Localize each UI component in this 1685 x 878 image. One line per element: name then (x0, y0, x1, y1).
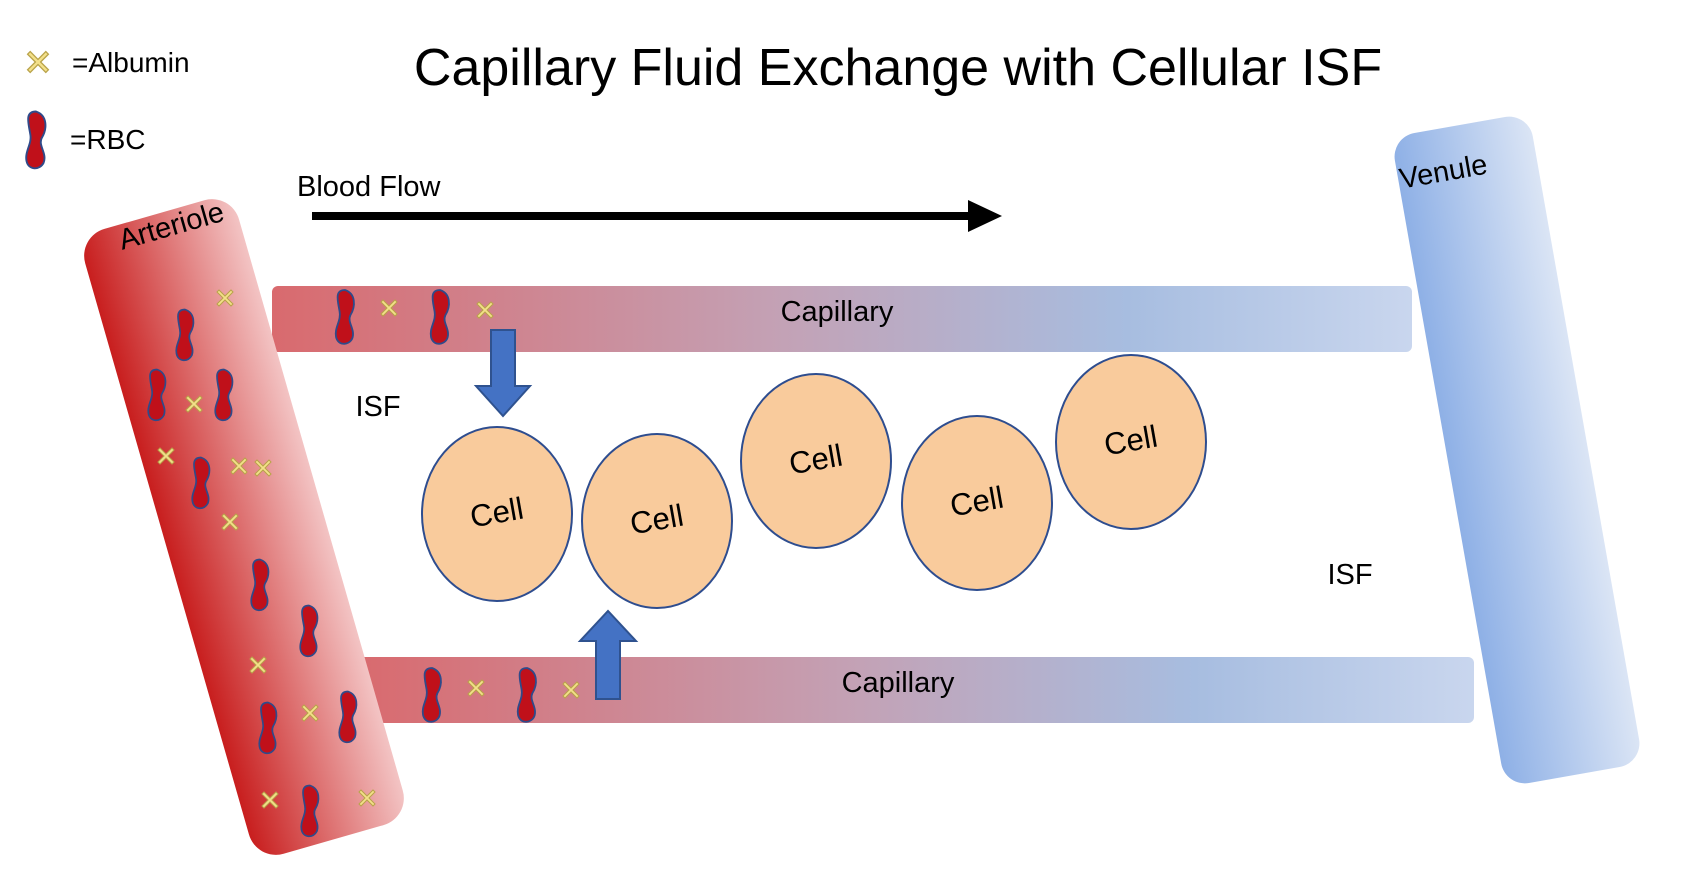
up-exchange-arrow (577, 609, 639, 700)
albumin-icon (26, 50, 50, 74)
cell: Cell (581, 433, 733, 609)
cell: Cell (901, 415, 1053, 591)
legend: =Albumin =RBC (25, 47, 190, 170)
rbc-icon (25, 110, 47, 170)
cell: Cell (421, 426, 573, 602)
capillary-top-label: Capillary (781, 296, 894, 328)
capillary-top (272, 286, 1412, 352)
cell: Cell (1055, 354, 1207, 530)
legend-albumin-label: =Albumin (72, 47, 190, 78)
venule (1394, 116, 1640, 784)
capillary-bottom-label: Capillary (842, 667, 955, 699)
legend-rbc-label: =RBC (70, 124, 145, 155)
diagram-title: Capillary Fluid Exchange with Cellular I… (414, 39, 1382, 97)
arteriole (84, 199, 404, 855)
down-exchange-arrow (473, 329, 533, 418)
blood-flow-label: Blood Flow (297, 171, 442, 203)
isf-left-label: ISF (355, 391, 400, 423)
blood-flow-arrow (312, 200, 1002, 232)
isf-right-label: ISF (1327, 559, 1372, 591)
cell: Cell (740, 373, 892, 549)
capillary-bottom (358, 657, 1474, 723)
